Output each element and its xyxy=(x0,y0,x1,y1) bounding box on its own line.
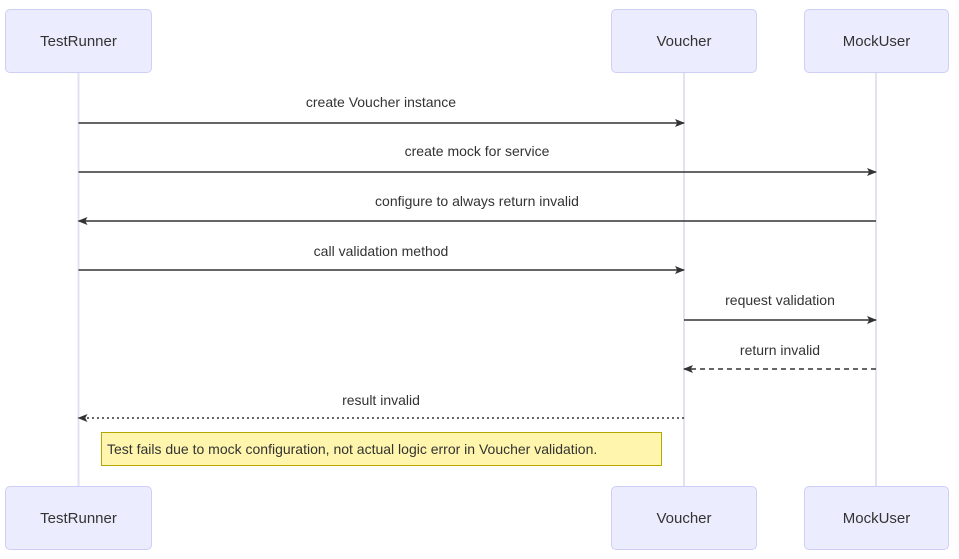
participant-label-mockuser: MockUser xyxy=(842,509,911,527)
participant-box-mockuser-bottom[interactable]: MockUser xyxy=(804,486,949,550)
message-label-5: return invalid xyxy=(739,342,821,358)
lifelines-group xyxy=(77,73,877,486)
message-label-0: create Voucher instance xyxy=(305,94,457,110)
message-label-6: result invalid xyxy=(342,392,420,408)
participant-label-mockuser: MockUser xyxy=(842,32,911,50)
participant-label-testrunner: TestRunner xyxy=(40,32,117,50)
participant-label-voucher: Voucher xyxy=(656,509,712,527)
message-label-3: call validation method xyxy=(313,243,449,259)
message-label-1: create mock for service xyxy=(404,143,550,159)
participant-label-testrunner: TestRunner xyxy=(40,509,117,527)
participant-box-testrunner-top[interactable]: TestRunner xyxy=(5,9,152,73)
message-label-4: request validation xyxy=(725,292,835,308)
participant-label-voucher: Voucher xyxy=(656,32,712,50)
participant-box-testrunner-bottom[interactable]: TestRunner xyxy=(5,486,152,550)
participant-box-voucher-top[interactable]: Voucher xyxy=(611,9,757,73)
participant-box-voucher-bottom[interactable]: Voucher xyxy=(611,486,757,550)
message-label-2: configure to always return invalid xyxy=(375,193,579,209)
note-text: Test fails due to mock configuration, no… xyxy=(107,440,598,457)
note-box: Test fails due to mock configuration, no… xyxy=(101,432,662,466)
messages-group xyxy=(77,119,877,422)
participant-box-mockuser-top[interactable]: MockUser xyxy=(804,9,949,73)
